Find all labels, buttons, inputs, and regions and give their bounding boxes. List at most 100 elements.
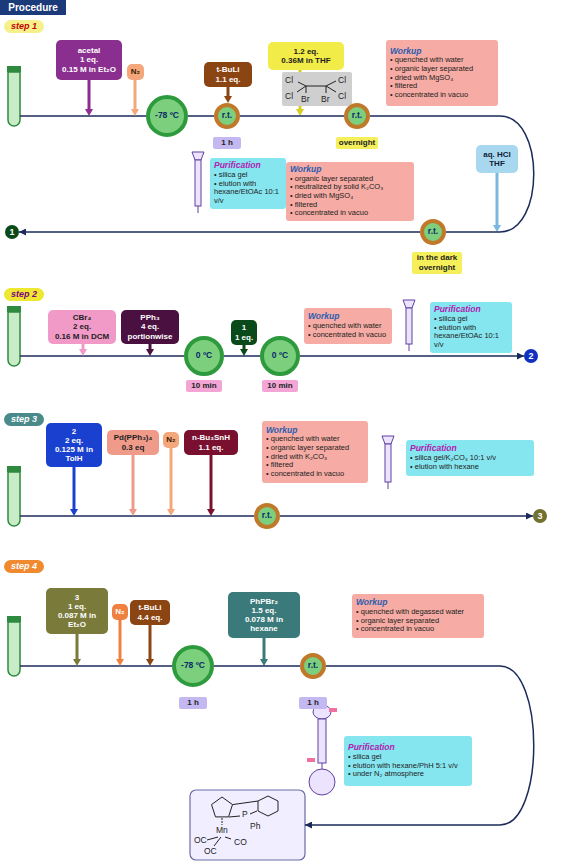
node-heading: 10 min [264, 381, 296, 391]
reagent-box: 31 eq.0.087 M in Et₂O [46, 588, 108, 634]
bond [297, 86, 306, 92]
arrow-head [240, 349, 248, 356]
condition-circle: r.t. [344, 103, 370, 129]
node-text: 2 eq. [51, 322, 113, 331]
column-icon [192, 152, 204, 160]
node-text: • concentrated in vacuo [290, 209, 410, 218]
node-heading: n-Bu₃SnH [187, 433, 235, 442]
column-icon [406, 308, 412, 344]
node-text: 0.078 M in hexane [231, 615, 297, 633]
condition-circle: r.t. [254, 503, 280, 529]
bond [233, 801, 259, 805]
node-heading: Purification [348, 743, 468, 753]
node-heading: -78 ºC [155, 111, 179, 120]
bond [306, 86, 326, 87]
purification-box: Purification• silica gel/K₂CO₃ 10:1 v/v•… [406, 440, 534, 476]
column-icon [403, 300, 415, 308]
node-heading: step 3 [4, 415, 44, 424]
flask-stopper [7, 306, 21, 312]
node-text: 0.16 M in DCM [51, 332, 113, 341]
reagent-box: acetal1 eq.0.15 M in Et₂O [56, 40, 122, 80]
column-icon [385, 444, 391, 482]
node-text: • concentrated in vacuo [390, 91, 494, 100]
condition-circle: 0 ºC [260, 336, 300, 376]
reagent-box: 11 eq. [231, 320, 257, 345]
product-number: 2 [524, 349, 538, 363]
node-heading: N₂ [166, 435, 176, 444]
bond [225, 837, 231, 839]
node-text: • quenched with degassed water [356, 608, 480, 617]
timeline-connector [224, 355, 260, 357]
arrow-head [116, 659, 124, 666]
node-heading: 1 [234, 323, 254, 332]
node-heading: r.t. [428, 227, 438, 236]
reagent-box: 22 eq.0.125 M in TolH [46, 423, 102, 467]
node-text: 1 eq. [234, 333, 254, 342]
reagent-box: N₂ [127, 64, 144, 80]
arrow-head [79, 349, 87, 356]
condition-circle: r.t. [214, 103, 240, 129]
node-heading: 1 h [215, 138, 239, 148]
cp-ring [212, 797, 233, 817]
node-heading: N₂ [115, 607, 125, 616]
step-label: step 4 [4, 560, 44, 573]
node-heading: step 2 [4, 290, 44, 299]
node-heading: Purification [214, 161, 282, 171]
node-text: THF [479, 159, 515, 168]
node-heading: Workup [266, 426, 364, 436]
node-text: • concentrated in vacuo [266, 470, 364, 479]
flask-icon [8, 312, 20, 366]
bond [298, 82, 306, 86]
duration-label: 1 h [213, 137, 241, 149]
node-heading: 2 [49, 427, 99, 436]
node-heading: CBr₄ [51, 313, 113, 322]
node-heading: r.t. [308, 661, 318, 670]
schlenk-flask [309, 769, 335, 795]
atom-label: Ph [250, 822, 260, 831]
duration-label: 1 h [179, 697, 207, 709]
node-text: 0.125 M in TolH [49, 445, 99, 463]
node-text: • dried with MgSO₄ [290, 192, 410, 201]
reagent-box: N₂ [112, 604, 128, 620]
purification-box: Purification• silica gel• elution with h… [344, 736, 472, 786]
node-text: • elution with hexane/PhH 5:1 v/v [348, 762, 468, 771]
node-text: • concentrated in vacuo [356, 625, 480, 634]
node-text: • organic layer separated [390, 65, 494, 74]
node-heading: t-BuLi [207, 65, 249, 74]
arrow-head [146, 349, 154, 356]
arrow-head [167, 509, 175, 516]
node-text: • quenched with water [390, 56, 494, 65]
reagent-box: Pd(PPh₃)₄0.3 eq [107, 430, 159, 455]
bond [229, 816, 240, 817]
reagent-box: N₂ [163, 432, 179, 448]
atom-label: Cl [285, 76, 293, 85]
node-text: 1.5 eq. [231, 606, 297, 615]
timeline-connector [188, 115, 214, 117]
bond [326, 86, 327, 93]
node-heading: 1.2 eq. [271, 47, 341, 56]
node-text: 0.087 M in Et₂O [49, 611, 105, 629]
step-label: step 2 [4, 288, 44, 301]
node-text: • elution with hexane [410, 463, 530, 472]
node-text: 1 eq. [59, 55, 119, 64]
node-text: • filtered [390, 82, 494, 91]
timeline [20, 515, 254, 517]
node-text: • filtered [290, 201, 410, 210]
node-heading: Workup [308, 312, 388, 322]
node-heading: step 4 [4, 562, 44, 571]
arrow-head [129, 509, 137, 516]
step-label: step 3 [4, 413, 44, 426]
duration-label: 1 h [299, 697, 327, 709]
title: Procedure [0, 0, 66, 15]
node-text: • silica gel [214, 171, 282, 180]
column-icon [195, 160, 201, 206]
node-text: 4 eq. [124, 322, 176, 331]
node-heading: 1 [9, 228, 14, 237]
flask-stopper [7, 466, 21, 472]
node-heading: 1 h [181, 698, 205, 708]
node-heading: aq. HCl [479, 150, 515, 159]
bond [214, 837, 221, 846]
timeline-connector [214, 665, 300, 667]
product-number: 3 [533, 509, 547, 523]
